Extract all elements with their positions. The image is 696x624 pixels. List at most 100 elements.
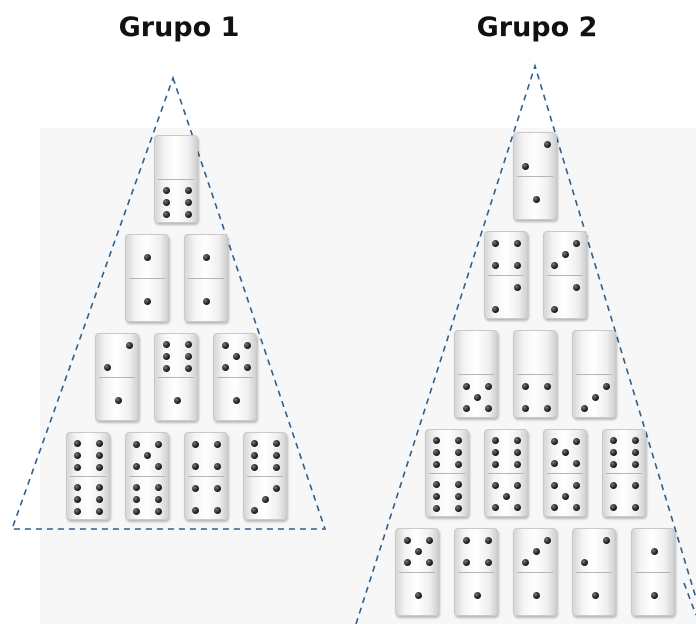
pip (562, 492, 569, 500)
domino-tile (513, 132, 557, 220)
pip (492, 448, 499, 456)
group-2-triangle (355, 63, 696, 624)
pip (243, 363, 251, 371)
pip (433, 436, 440, 444)
domino-divider (458, 374, 494, 375)
domino-tile (542, 231, 588, 320)
domino-bottom-half (67, 477, 111, 521)
group-1-triangle (10, 75, 327, 530)
pip (144, 297, 151, 305)
pip (573, 283, 580, 291)
pip (484, 536, 492, 544)
pip (514, 460, 521, 468)
domino-bottom-half (126, 477, 170, 521)
pip (551, 459, 558, 467)
pip (433, 460, 440, 468)
domino-tile (424, 429, 470, 517)
domino-bottom-half (155, 180, 199, 224)
domino-tile (601, 429, 646, 517)
pip (425, 536, 433, 544)
domino-top-half (573, 331, 617, 375)
pip (632, 448, 639, 456)
domino-bottom-half (514, 573, 558, 617)
pip (573, 503, 580, 511)
domino-top-half (155, 334, 199, 378)
domino-bottom-half (126, 279, 170, 323)
domino-divider (187, 278, 224, 279)
domino-bottom-half (632, 573, 676, 617)
domino-top-half (544, 232, 588, 276)
pip (543, 404, 551, 412)
pip (492, 261, 499, 269)
pip (573, 239, 580, 247)
pip (251, 439, 258, 447)
domino-tile (572, 528, 616, 616)
pip (184, 364, 192, 372)
pip (551, 481, 558, 489)
group-2-title: Grupo 2 (476, 12, 598, 43)
pip (173, 396, 181, 404)
pip (632, 481, 639, 489)
pip (514, 481, 521, 489)
domino-bottom-half (155, 378, 199, 422)
pip (96, 439, 103, 447)
pip (192, 440, 199, 448)
pip (521, 558, 529, 566)
pip (425, 558, 433, 566)
pip (610, 448, 617, 456)
pip (125, 341, 133, 349)
pip (403, 536, 411, 544)
domino-top-half (155, 136, 199, 180)
pip (551, 261, 558, 269)
domino-divider (458, 572, 494, 573)
domino-bottom-half (396, 573, 440, 617)
pip (162, 210, 170, 218)
pip (162, 364, 170, 372)
domino-bottom-half (244, 477, 288, 521)
domino-tile (513, 330, 557, 418)
pip (96, 463, 103, 471)
pip (462, 536, 470, 544)
domino-bottom-half (514, 375, 558, 419)
domino-tile (572, 330, 616, 418)
domino-top-half (632, 529, 676, 573)
domino-top-half (426, 430, 470, 474)
pip (543, 536, 551, 544)
pip (162, 340, 170, 348)
domino-bottom-half (185, 279, 229, 323)
domino-tile (124, 234, 170, 323)
domino-tile (631, 528, 675, 616)
pip (232, 396, 240, 404)
domino-divider (517, 176, 553, 177)
pip (462, 558, 470, 566)
pip (610, 481, 617, 489)
pip (551, 437, 558, 445)
pip (514, 436, 521, 444)
domino-divider (246, 476, 283, 477)
domino-tile (454, 528, 498, 616)
domino-bottom-half (96, 378, 140, 422)
domino-divider (487, 473, 524, 474)
domino-tile (242, 432, 288, 521)
pip (133, 495, 140, 503)
pip (473, 393, 481, 401)
pip (562, 250, 569, 258)
pip (214, 506, 221, 514)
pip (232, 352, 240, 360)
domino-bottom-half (214, 378, 258, 422)
pip (96, 507, 103, 515)
domino-top-half (96, 334, 140, 378)
pip (184, 352, 192, 360)
pip (155, 440, 162, 448)
pip (610, 436, 617, 444)
pip (74, 463, 81, 471)
pip (455, 480, 462, 488)
pip (455, 492, 462, 500)
domino-top-half (573, 529, 617, 573)
domino-bottom-half (544, 276, 588, 320)
pip (473, 591, 481, 599)
pip (162, 198, 170, 206)
pip (514, 261, 521, 269)
pip (144, 451, 151, 459)
